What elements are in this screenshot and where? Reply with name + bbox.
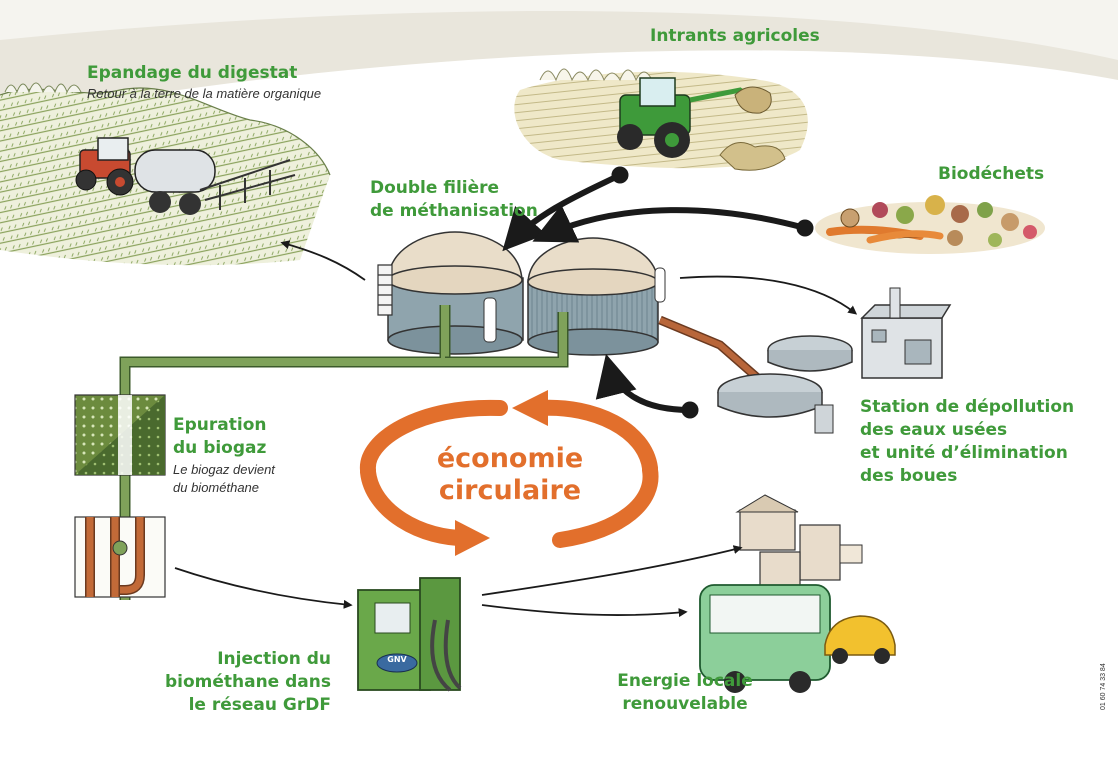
purification-unit (74, 394, 166, 476)
label-injection: Injection du biométhane dans le réseau G… (164, 649, 331, 715)
circular-economy-arrows (359, 390, 659, 556)
injection-pipes (74, 516, 166, 598)
label-double-filiere: Double filière de méthanisation (370, 178, 538, 221)
label-epuration-subtitle: Le biogaz devient du biométhane (173, 462, 275, 495)
gas-pump (357, 577, 462, 692)
label-station: Station de dépollution des eaux usées et… (860, 397, 1075, 486)
green-tractor-icon (617, 77, 772, 158)
wastewater-station (717, 287, 952, 434)
spreading-field-illustration (0, 82, 331, 266)
label-biodechets: Biodéchets (938, 164, 1045, 184)
label-intrants: Intrants agricoles (650, 26, 820, 46)
label-epandage-subtitle: Retour à la terre de la matière organiqu… (87, 86, 322, 101)
energy-consumers (699, 494, 896, 693)
credit-text: 01 60 74 33 84 (1100, 663, 1107, 710)
label-energie: Energie locale renouvelable (617, 671, 753, 714)
digester-tanks (377, 231, 666, 356)
gnv-badge: GNV (387, 655, 407, 664)
tractor-icon (75, 137, 296, 215)
agricultural-inputs-illustration (514, 68, 808, 171)
biowaste-illustration (815, 195, 1045, 254)
label-epuration-title: Epuration du biogaz (173, 415, 267, 458)
economie-circulaire-title: économie circulaire (436, 443, 584, 506)
label-epandage-title: Epandage du digestat (87, 63, 298, 83)
flow-arrows (174, 166, 858, 618)
